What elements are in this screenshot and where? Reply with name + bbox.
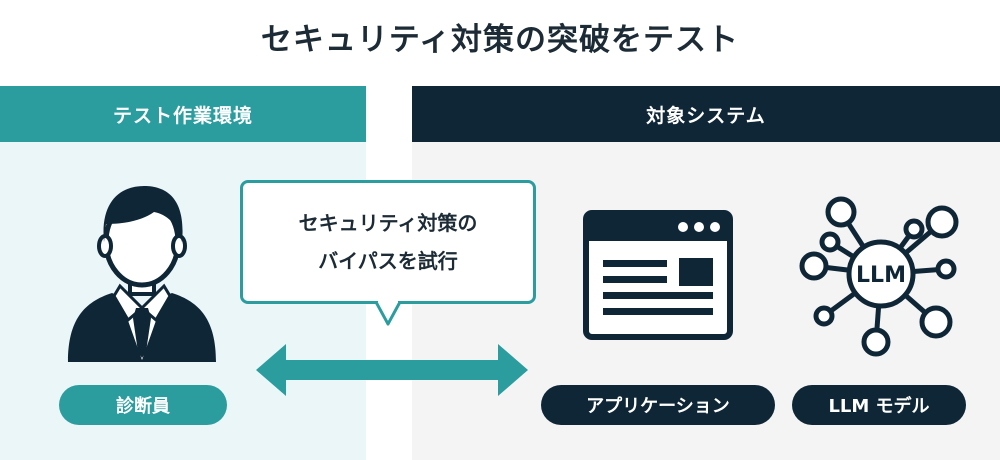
llm-model-label: LLM モデル: [792, 385, 966, 425]
application-label: アプリケーション: [541, 385, 775, 425]
network-hub-icon: LLM: [799, 196, 959, 357]
diagram-title: セキュリティ対策の突破をテスト: [260, 22, 740, 58]
speech-bubble-tail: [374, 300, 402, 326]
person-suit-icon: [68, 186, 216, 362]
test-environment-header: テスト作業環境: [0, 86, 366, 142]
llm-icon-text: LLM: [856, 263, 906, 288]
double-arrow-icon: [256, 344, 528, 396]
bypass-speech-bubble: セキュリティ対策の バイパスを試行: [240, 180, 536, 304]
target-system-header: 対象システム: [412, 86, 1000, 142]
browser-window-icon: [583, 210, 733, 340]
diagnostician-label: 診断員: [59, 385, 227, 425]
bubble-line-1: セキュリティ対策の: [298, 211, 478, 235]
bubble-line-2: バイパスを試行: [318, 249, 458, 273]
